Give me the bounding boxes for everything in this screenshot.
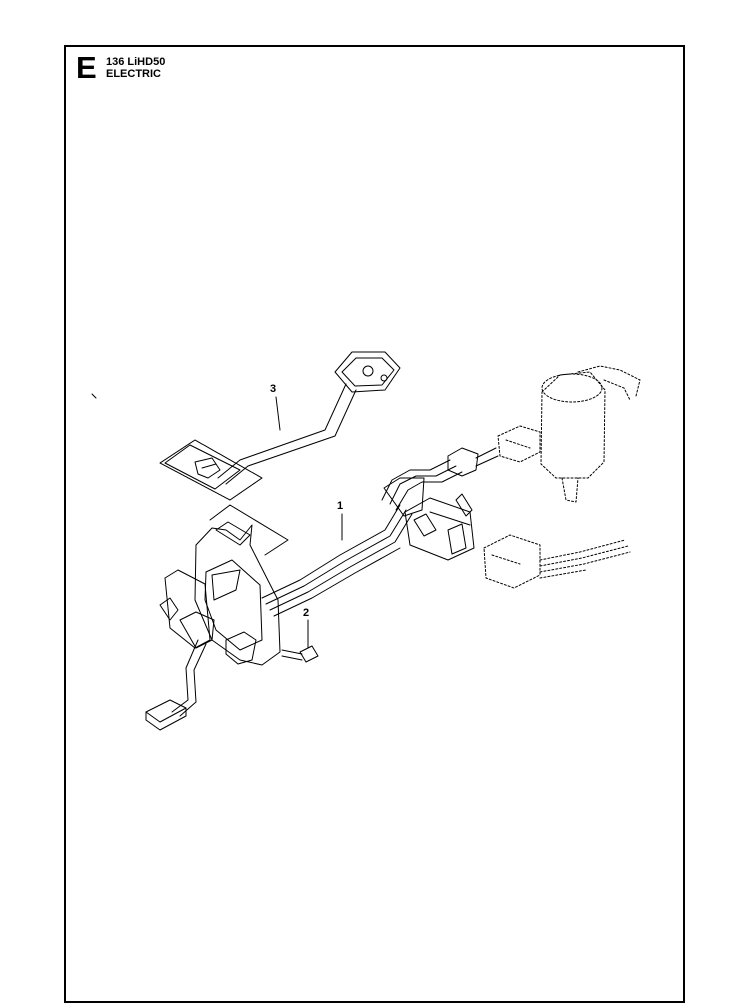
- motor-outline: [540, 365, 641, 503]
- dashed-plane-lower: [209, 504, 289, 556]
- dashed-plane-upper: [159, 439, 263, 501]
- part-3-bracket: [164, 351, 401, 490]
- section-letter: E: [76, 50, 97, 85]
- stray-mark: [91, 393, 97, 399]
- part-1-harness: [145, 447, 499, 731]
- model-title: 136 LiHD50: [106, 56, 166, 68]
- group-title: ELECTRIC: [106, 68, 161, 80]
- callout-1: 1: [337, 500, 344, 512]
- callout-3: 3: [270, 383, 277, 395]
- part-2-screw: [281, 645, 319, 663]
- leader-3: [275, 396, 281, 431]
- mating-connectors: [483, 425, 631, 589]
- callout-2: 2: [303, 607, 310, 619]
- page-frame: [64, 45, 685, 1003]
